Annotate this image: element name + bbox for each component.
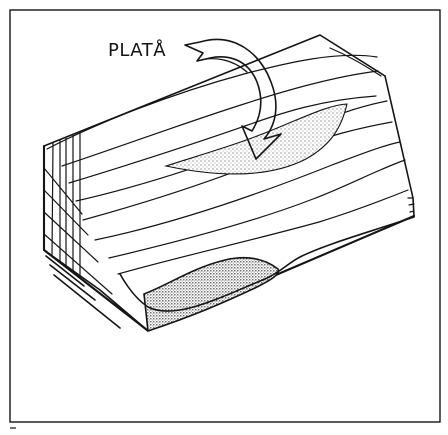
plateau-label: PLATÅ (108, 39, 166, 61)
